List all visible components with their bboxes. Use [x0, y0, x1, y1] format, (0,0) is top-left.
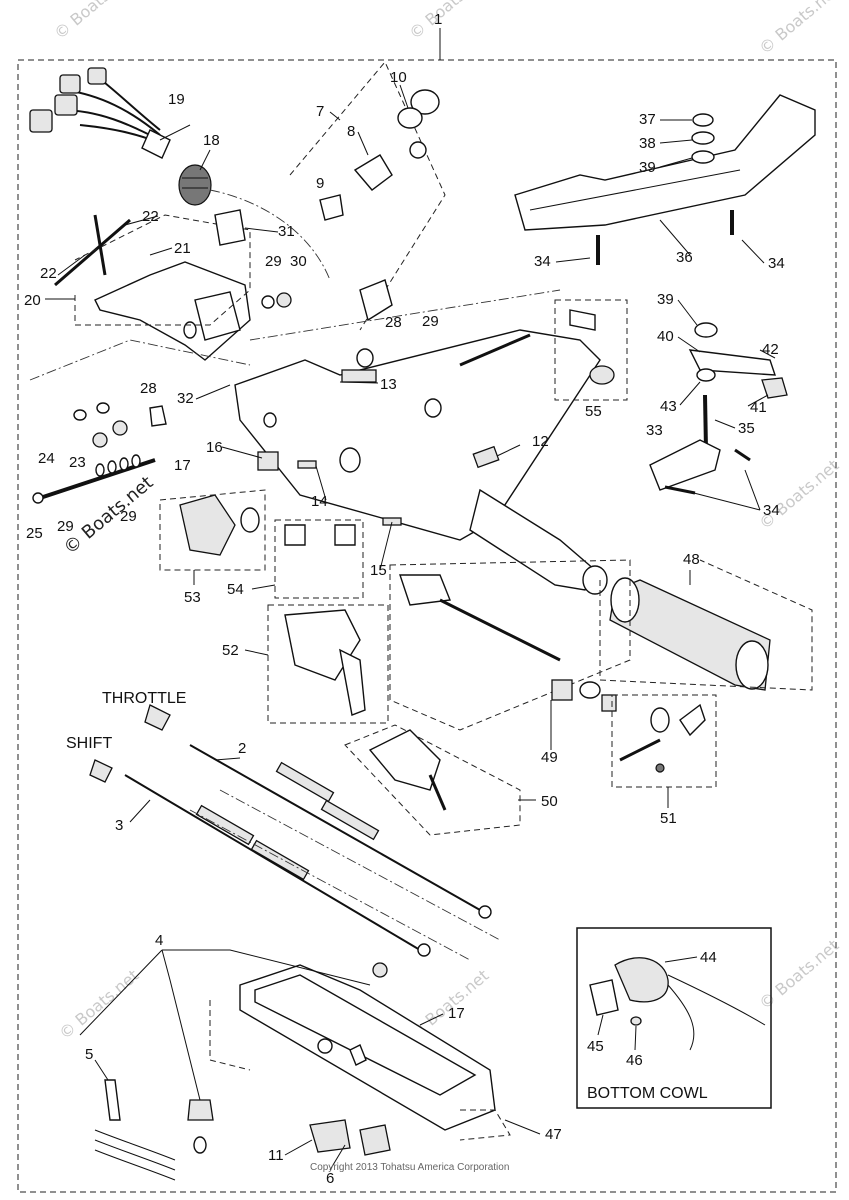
- callout-20: 20: [24, 292, 41, 309]
- callout-17: 17: [448, 1005, 465, 1022]
- callout-44: 44: [700, 949, 717, 966]
- throttle-link: [267, 604, 389, 724]
- callout-14: 14: [311, 493, 328, 510]
- callout-7: 7: [316, 103, 324, 120]
- watermark: © Boats.net: [755, 456, 842, 533]
- callout-45: 45: [587, 1038, 604, 1055]
- washers-nuts: [73, 402, 141, 477]
- callout-3: 3: [115, 817, 123, 834]
- callout-49: 49: [541, 749, 558, 766]
- copyright-text: Copyright 2013 Tohatsu America Corporati…: [310, 1162, 509, 1173]
- lower-case: [209, 962, 511, 1141]
- callout-34: 34: [534, 253, 551, 270]
- callout-33: 33: [646, 422, 663, 439]
- leader-lines: [45, 84, 776, 1171]
- callout-25: 25: [26, 525, 43, 542]
- callout-21: 21: [174, 240, 191, 257]
- labels: THROTTLE SHIFT BOTTOM COWL Copyright 201…: [66, 690, 708, 1173]
- callout-54: 54: [227, 581, 244, 598]
- callout-39: 39: [639, 159, 656, 176]
- callout-34: 34: [768, 255, 785, 272]
- watermark: © Boats.net: [755, 936, 842, 1013]
- callout-28: 28: [385, 314, 402, 331]
- callout-47: 47: [545, 1126, 562, 1143]
- callout-22: 22: [40, 265, 57, 282]
- callout-9: 9: [316, 175, 324, 192]
- stop-switch-assembly: [611, 694, 717, 788]
- bottom-cowl-inset: [576, 927, 772, 1109]
- throttle-grip: [599, 559, 813, 691]
- callout-18: 18: [203, 132, 220, 149]
- callout-30: 30: [290, 253, 307, 270]
- callout-24: 24: [38, 450, 55, 467]
- callout-29: 29: [57, 518, 74, 535]
- callout-5: 5: [85, 1046, 93, 1063]
- stop-switch: [159, 489, 266, 571]
- callout-29: 29: [120, 508, 137, 525]
- watermark: © Boats.net: [405, 0, 492, 43]
- callout-50: 50: [541, 793, 558, 810]
- key-switch-group: [289, 61, 446, 331]
- clip: [214, 209, 246, 246]
- callout-41: 41: [750, 399, 767, 416]
- shift-link: [344, 724, 521, 836]
- callout-38: 38: [639, 135, 656, 152]
- callout-37: 37: [639, 111, 656, 128]
- mount-bracket: [514, 94, 816, 265]
- callout-52: 52: [222, 642, 239, 659]
- ground-bracket: [554, 299, 628, 401]
- callout-6: 6: [326, 1170, 334, 1187]
- callout-51: 51: [660, 810, 677, 827]
- wiring-harness: [29, 67, 171, 159]
- grommet: [178, 164, 331, 281]
- callout-31: 31: [278, 223, 295, 240]
- callout-55: 55: [585, 403, 602, 420]
- shift-label: SHIFT: [66, 735, 112, 752]
- lanyard: [94, 1079, 214, 1181]
- callout-48: 48: [683, 551, 700, 568]
- watermark: © Boats.net: [50, 0, 137, 43]
- callout-10: 10: [390, 69, 407, 86]
- callout-46: 46: [626, 1052, 643, 1069]
- steering-handle-body: [29, 289, 608, 595]
- callout-40: 40: [657, 328, 674, 345]
- washer-nut: [261, 292, 292, 309]
- callout-28: 28: [140, 380, 157, 397]
- callout-4: 4: [155, 932, 163, 949]
- watermark: © Boats.net: [55, 966, 142, 1043]
- callout-22: 22: [142, 208, 159, 225]
- callout-12: 12: [532, 433, 549, 450]
- bottom-connectors: [309, 1119, 391, 1156]
- callouts: 2 3 4 5 6 7 8 9 10 11 12 13 14 15 16 17 …: [24, 69, 785, 1187]
- callout-17: 17: [174, 457, 191, 474]
- callout-19: 19: [168, 91, 185, 108]
- callout-16: 16: [206, 439, 223, 456]
- callout-2: 2: [238, 740, 246, 757]
- callout-29: 29: [265, 253, 282, 270]
- callout-32: 32: [177, 390, 194, 407]
- callout-8: 8: [347, 123, 355, 140]
- callout-39: 39: [657, 291, 674, 308]
- link-rods: [389, 559, 631, 731]
- cables: [89, 704, 501, 961]
- callout-34: 34: [763, 502, 780, 519]
- bottom-cowl-label: BOTTOM COWL: [587, 1085, 708, 1102]
- switch-brackets: [274, 519, 364, 599]
- assembly-boundary: [17, 59, 837, 1193]
- throttle-label: THROTTLE: [102, 690, 186, 707]
- watermark: © Boats.net: [755, 0, 842, 58]
- bracket: [54, 214, 251, 361]
- callout-23: 23: [69, 454, 86, 471]
- callout-11: 11: [268, 1147, 284, 1164]
- callout-29: 29: [422, 313, 439, 330]
- callout-35: 35: [738, 420, 755, 437]
- callout-53: 53: [184, 589, 201, 606]
- callout-13: 13: [380, 376, 397, 393]
- callout-43: 43: [660, 398, 677, 415]
- callout-1: 1: [434, 11, 442, 28]
- callout-15: 15: [370, 562, 387, 579]
- callout-36: 36: [676, 249, 693, 266]
- right-hardware: [649, 322, 788, 495]
